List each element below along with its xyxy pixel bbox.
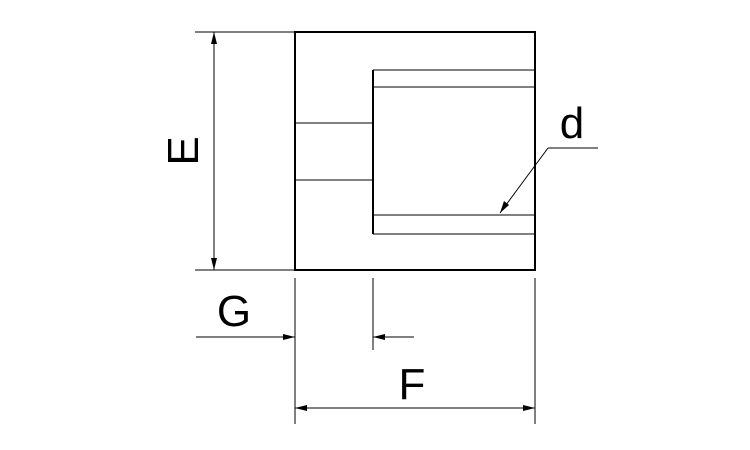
left-step (295, 122, 373, 181)
dimension-g (196, 278, 414, 424)
label-f: F (399, 360, 426, 409)
dimension-f (295, 278, 536, 424)
label-g: G (217, 287, 251, 336)
leader-d (499, 147, 598, 214)
outer-block (294, 31, 536, 271)
dimension-e (195, 31, 295, 271)
label-d: d (560, 99, 584, 148)
inner-slot (372, 69, 535, 235)
label-e: E (159, 136, 208, 165)
